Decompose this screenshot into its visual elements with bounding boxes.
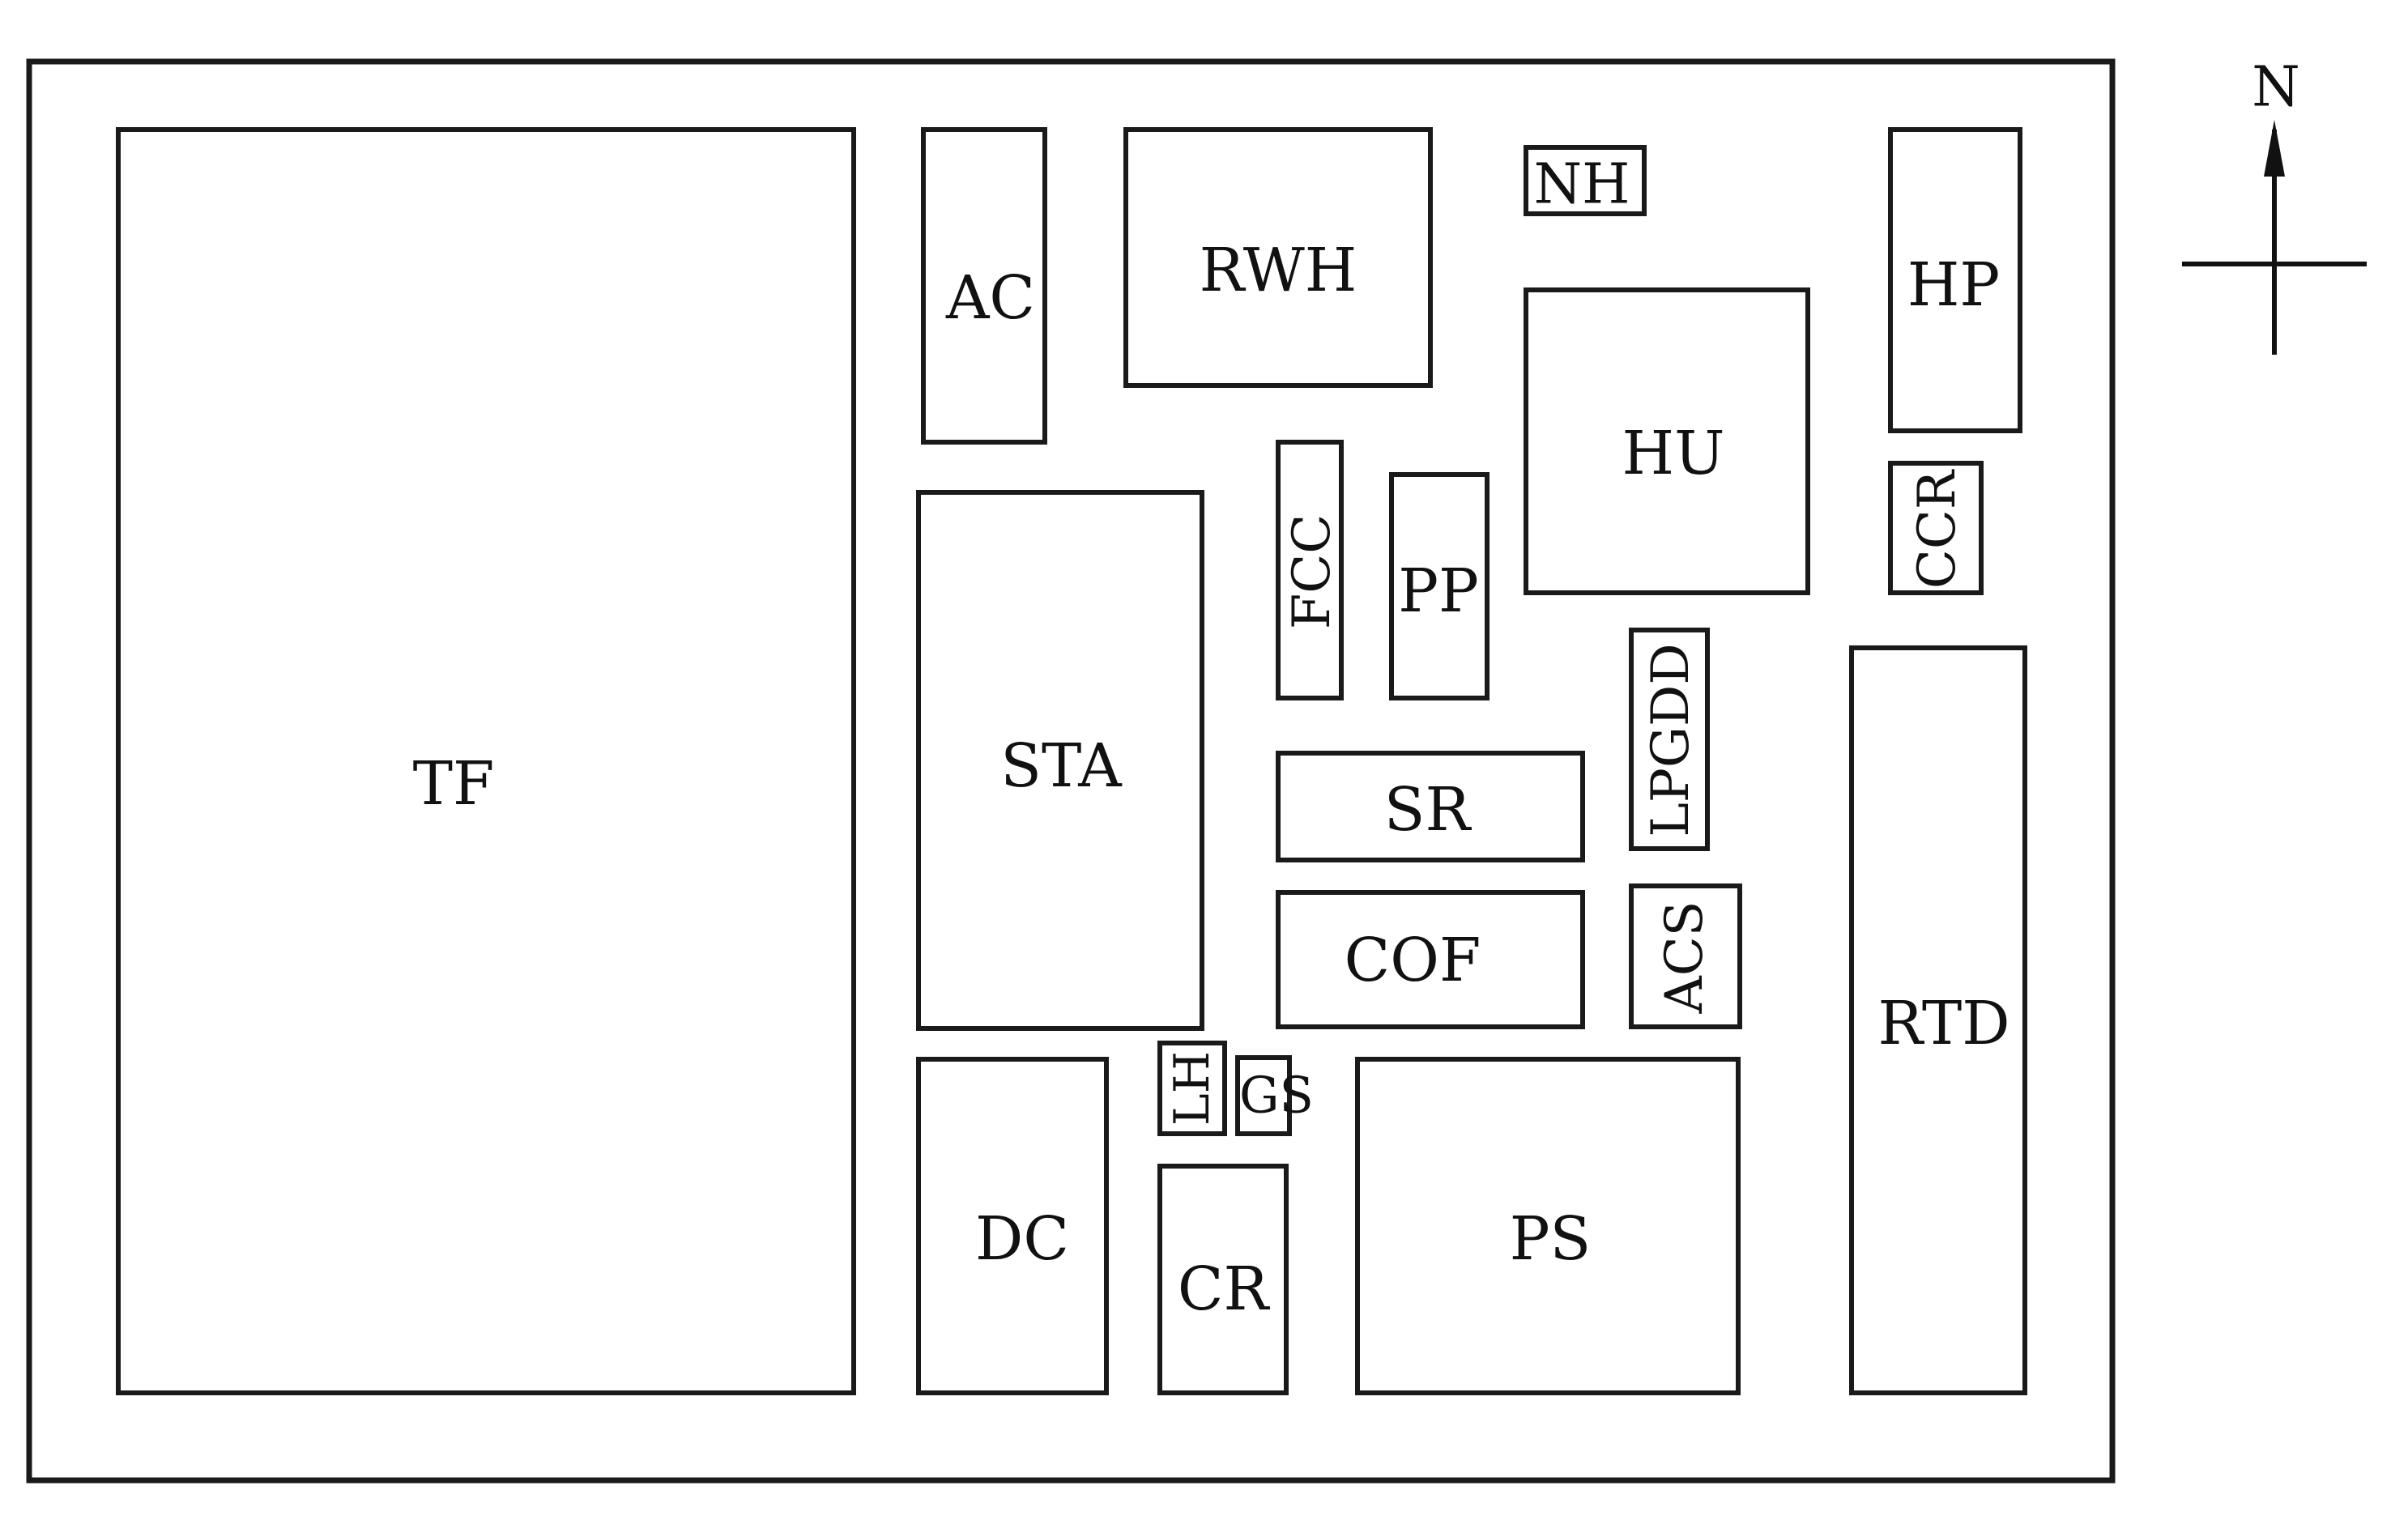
- room-dc-label: DC: [975, 1204, 1069, 1274]
- room-sta-label: STA: [1000, 731, 1123, 801]
- room-rtd-outline: [1849, 645, 2027, 1395]
- room-tf-label: TF: [413, 749, 495, 819]
- room-rtd-label: RTD: [1877, 989, 2010, 1058]
- room-ps-outline: [1355, 1057, 1741, 1395]
- room-hu-outline: [1524, 287, 1810, 595]
- room-gs-outline: [1235, 1055, 1292, 1136]
- room-lh-outline: [1157, 1041, 1227, 1136]
- room-ccr-outline: [1888, 461, 1984, 595]
- room-cof-label: COF: [1345, 926, 1481, 995]
- room-dc: DC: [916, 1057, 1109, 1395]
- room-hu: HU: [1524, 287, 1810, 595]
- north-compass-icon: N: [2182, 56, 2367, 355]
- room-lpgdd-outline: [1629, 628, 1710, 851]
- room-sr-outline: [1276, 751, 1585, 862]
- room-lpgdd: LPGDD: [1629, 628, 1710, 851]
- room-rtd: RTD: [1849, 645, 2027, 1395]
- room-fcc-outline: [1276, 440, 1344, 700]
- room-dc-outline: [916, 1057, 1109, 1395]
- room-tf-outline: [116, 127, 856, 1395]
- room-cof-outline: [1276, 890, 1585, 1029]
- room-sta-outline: [916, 490, 1204, 1031]
- room-lpgdd-label: LPGDD: [1641, 643, 1701, 837]
- room-hu-label: HU: [1622, 419, 1725, 488]
- room-ac: AC: [921, 127, 1047, 445]
- room-pp-label: PP: [1398, 556, 1479, 626]
- north-arrow-icon: [2264, 120, 2285, 177]
- room-ac-outline: [921, 127, 1047, 445]
- room-sr: SR: [1276, 751, 1585, 862]
- room-ps-label: PS: [1510, 1204, 1592, 1274]
- room-cof: COF: [1276, 890, 1585, 1029]
- room-ccr-label: CCR: [1907, 469, 1967, 589]
- room-sr-label: SR: [1384, 775, 1473, 845]
- room-lh-label: LH: [1164, 1051, 1221, 1126]
- room-fcc: FCC: [1276, 440, 1344, 700]
- room-sta: STA: [916, 490, 1204, 1031]
- room-acs-label: ACS: [1655, 901, 1715, 1014]
- room-pp-outline: [1389, 472, 1490, 700]
- compass-north-label: N: [2252, 56, 2300, 120]
- room-gs-label: GS: [1239, 1066, 1314, 1125]
- room-fcc-label: FCC: [1282, 514, 1342, 629]
- room-hp: HP: [1888, 127, 2022, 433]
- room-tf: TF: [116, 127, 856, 1395]
- room-cr-outline: [1157, 1164, 1289, 1395]
- room-hp-outline: [1888, 127, 2022, 433]
- room-ps: PS: [1355, 1057, 1741, 1395]
- room-ccr: CCR: [1888, 461, 1984, 595]
- room-nh: NH: [1524, 145, 1647, 217]
- room-cr: CR: [1157, 1164, 1289, 1395]
- room-nh-label: NH: [1534, 153, 1630, 217]
- room-rwh-label: RWH: [1200, 236, 1357, 305]
- room-lh: LH: [1157, 1041, 1227, 1136]
- room-rwh-outline: [1123, 127, 1433, 388]
- room-ac-label: AC: [945, 263, 1035, 333]
- room-rwh: RWH: [1123, 127, 1433, 388]
- room-cr-label: CR: [1178, 1254, 1271, 1324]
- room-acs: ACS: [1629, 883, 1742, 1029]
- room-nh-outline: [1524, 145, 1647, 216]
- room-acs-outline: [1629, 883, 1742, 1029]
- room-gs: GS: [1235, 1055, 1314, 1136]
- room-hp-label: HP: [1907, 250, 2000, 320]
- room-pp: PP: [1389, 472, 1490, 700]
